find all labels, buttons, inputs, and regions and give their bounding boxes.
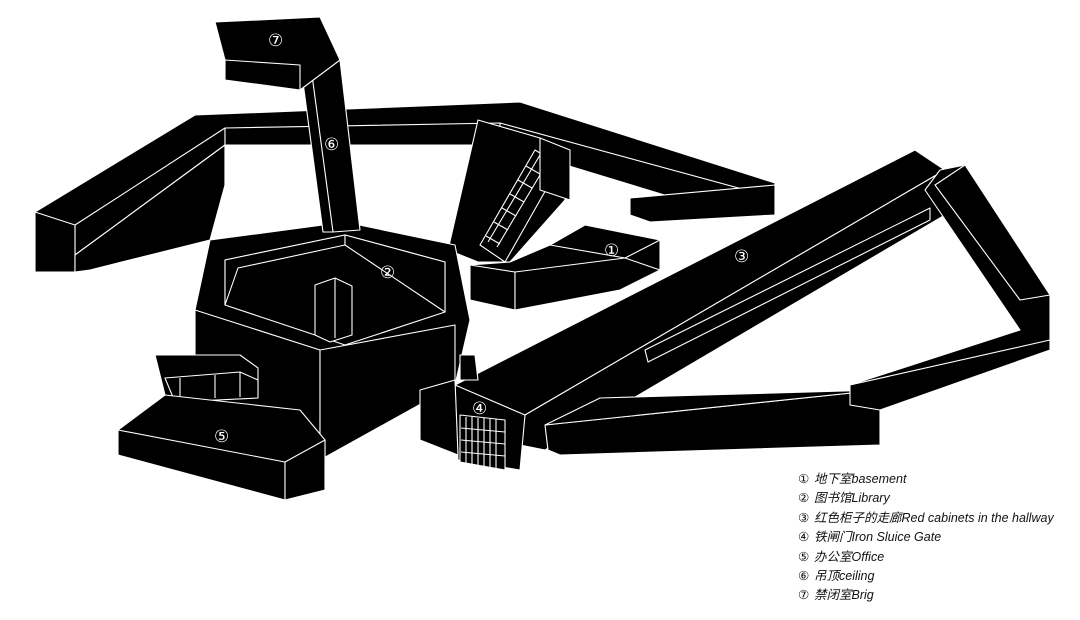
hallway-block — [419, 149, 946, 471]
marker-brig: ⑦ — [268, 31, 283, 51]
marker-office: ⑤ — [214, 427, 229, 447]
diagram-markers: ⑦ ⑥ ② ① ③ ④ ⑤ — [214, 31, 749, 447]
brig-block — [214, 16, 341, 91]
marker-ceiling: ⑥ — [324, 135, 339, 155]
office-block — [117, 354, 326, 501]
iron-sluice-gate — [459, 414, 506, 471]
marker-basement: ① — [604, 241, 619, 261]
stair-block — [447, 119, 571, 263]
ring-corridor — [34, 101, 776, 273]
right-arm — [544, 164, 1051, 456]
marker-gate: ④ — [472, 399, 487, 419]
ceiling-shaft — [299, 59, 361, 233]
basement-block — [469, 224, 661, 311]
marker-library: ② — [380, 263, 395, 283]
marker-hallway: ③ — [734, 247, 749, 267]
